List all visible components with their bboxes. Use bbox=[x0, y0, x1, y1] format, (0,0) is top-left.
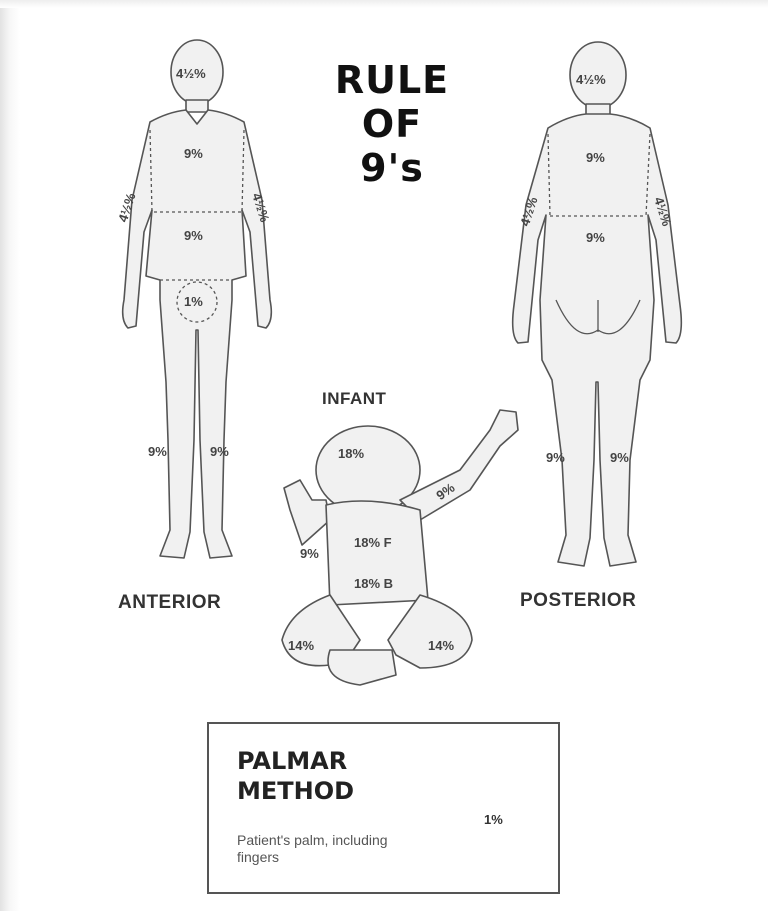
title-line-1: RULE bbox=[312, 58, 472, 102]
anterior-label: ANTERIOR bbox=[118, 592, 221, 614]
infant-left-leg-pct: 14% bbox=[288, 638, 314, 653]
infant-left-arm-pct: 9% bbox=[300, 546, 319, 561]
infant-head-pct: 18% bbox=[338, 446, 364, 461]
palmar-title-line-1: PALMAR bbox=[237, 746, 354, 776]
posterior-upper-back-pct: 9% bbox=[586, 150, 605, 165]
anterior-right-leg-pct: 9% bbox=[210, 444, 229, 459]
infant-front-torso-pct: 18% F bbox=[354, 535, 392, 550]
anterior-head-pct: 4½% bbox=[176, 66, 206, 81]
posterior-right-leg-pct: 9% bbox=[610, 450, 629, 465]
anterior-chest-pct: 9% bbox=[184, 146, 203, 161]
anterior-abdomen-pct: 9% bbox=[184, 228, 203, 243]
palmar-title: PALMAR METHOD bbox=[237, 746, 354, 806]
title-line-2: OF bbox=[312, 102, 472, 146]
anterior-perineum-pct: 1% bbox=[184, 294, 203, 309]
posterior-label: POSTERIOR bbox=[520, 590, 636, 612]
palmar-method-box: PALMAR METHOD Patient's palm, including … bbox=[207, 722, 560, 894]
palmar-description: Patient's palm, including fingers bbox=[237, 832, 397, 866]
posterior-left-leg-pct: 9% bbox=[546, 450, 565, 465]
infant-right-leg-pct: 14% bbox=[428, 638, 454, 653]
palmar-title-line-2: METHOD bbox=[237, 776, 354, 806]
infant-back-torso-pct: 18% B bbox=[354, 576, 393, 591]
posterior-head-pct: 4½% bbox=[576, 72, 606, 87]
infant-label: INFANT bbox=[322, 389, 386, 409]
posterior-figure bbox=[513, 42, 682, 566]
palmar-pct: 1% bbox=[484, 812, 503, 827]
anterior-left-leg-pct: 9% bbox=[148, 444, 167, 459]
posterior-lower-back-pct: 9% bbox=[586, 230, 605, 245]
title-line-3: 9's bbox=[312, 146, 472, 190]
diagram-title: RULE OF 9's bbox=[312, 58, 472, 190]
